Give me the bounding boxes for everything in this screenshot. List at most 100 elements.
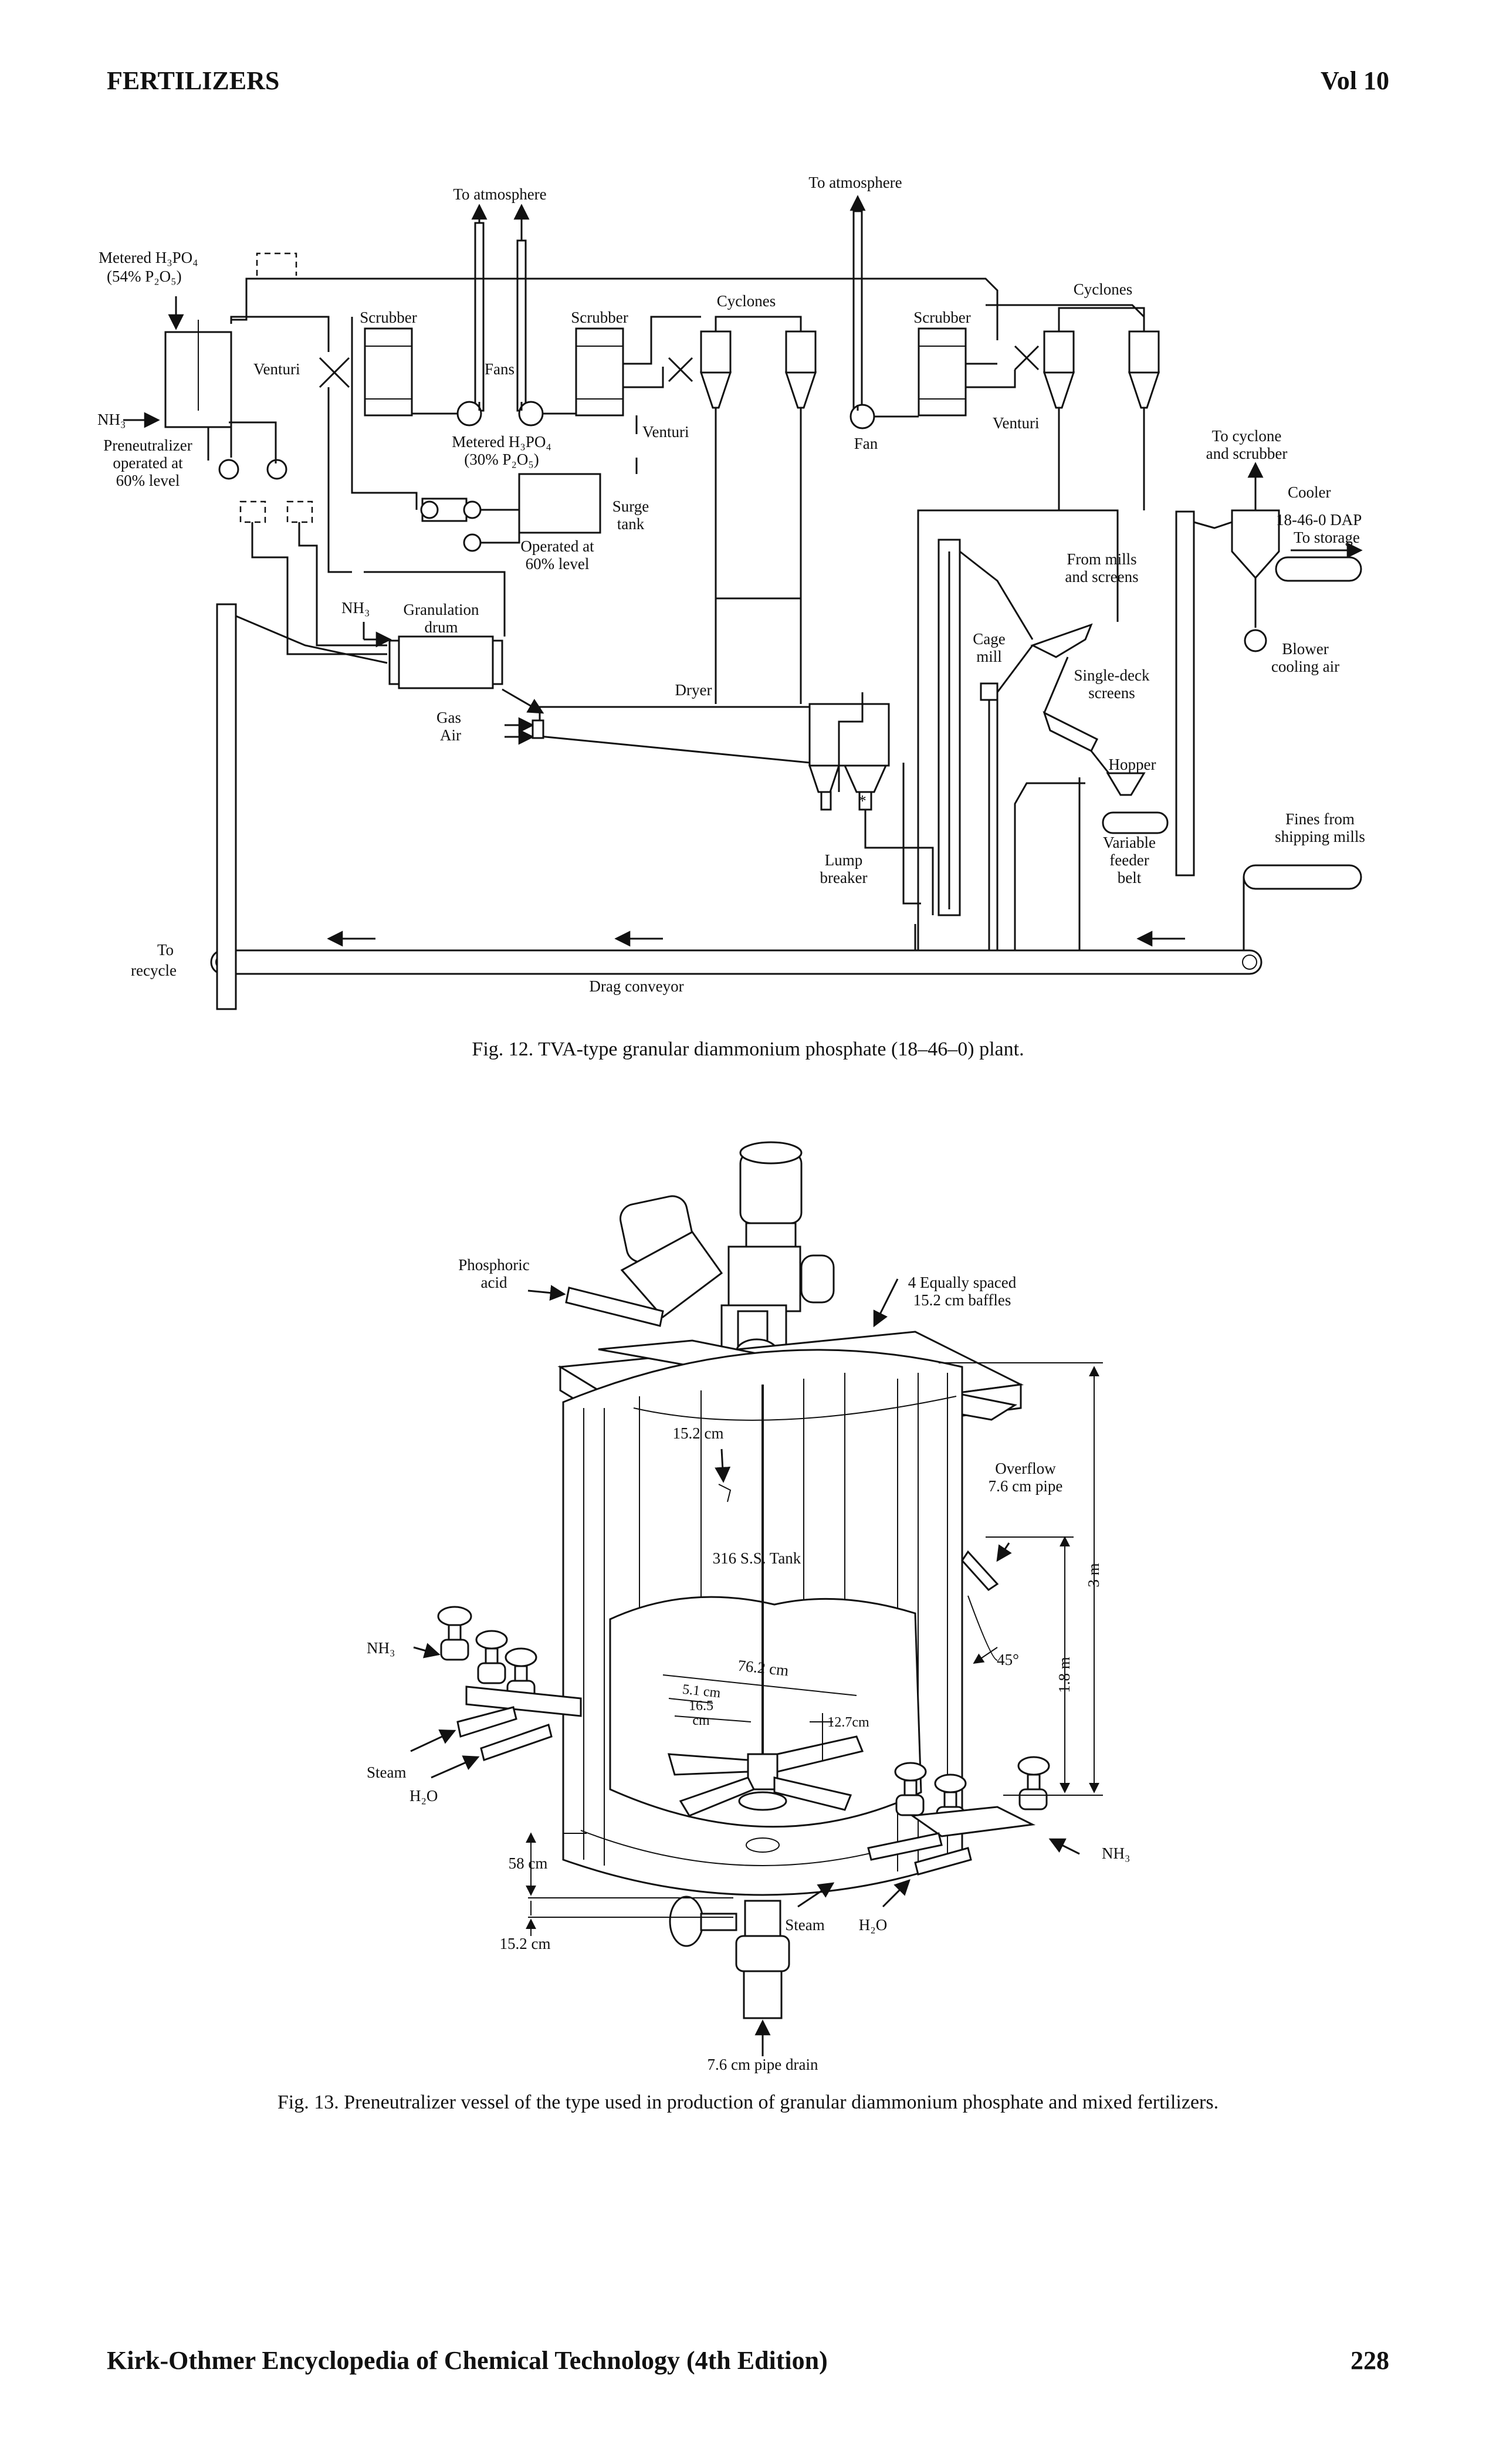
label-blower-a: Blower	[1282, 640, 1328, 658]
label-scrubber-2: Scrubber	[571, 309, 628, 326]
label-to-atmosphere-2: To atmosphere	[808, 174, 902, 191]
label-dim-152-top: 15.2 cm	[673, 1424, 724, 1442]
label-to-storage: To storage	[1294, 529, 1360, 546]
phosphoric-acid-pipe	[565, 1287, 664, 1327]
label-fan: Fan	[854, 435, 878, 452]
single-deck-screen-1	[1030, 623, 1093, 658]
label-lump-a: Lump	[825, 851, 863, 869]
rotary-dryer	[539, 703, 890, 767]
label-nh3-left: NH₃	[97, 411, 126, 428]
label-granulation-a: Granulation	[404, 601, 479, 618]
label-single-deck-b: screens	[1088, 684, 1135, 702]
recycle-elevator	[216, 603, 237, 1010]
running-header-volume: Vol 10	[1321, 66, 1389, 95]
label-cage-b: mill	[976, 648, 1002, 665]
label-phosphoric-b: acid	[481, 1274, 507, 1291]
drag-conveyor	[210, 949, 1263, 975]
label-dim-58: 58 cm	[509, 1854, 548, 1872]
label-preneutralizer-c: 60% level	[116, 472, 180, 489]
figure-13-caption: Fig. 13. Preneutralizer vessel of the ty…	[277, 2091, 1219, 2113]
label-drain: 7.6 cm pipe drain	[708, 2056, 818, 2073]
label-single-deck-a: Single-deck	[1074, 666, 1150, 684]
label-fines-b: shipping mills	[1275, 828, 1365, 845]
label-to-recycle-a: To	[157, 941, 174, 959]
label-metered-30-a: Metered H₃PO₄	[452, 433, 551, 451]
label-venturi-1: Venturi	[253, 360, 300, 378]
overflow-pipe	[961, 1550, 999, 1591]
label-dim-152-bottom: 15.2 cm	[500, 1935, 551, 1952]
label-overflow-a: Overflow	[995, 1460, 1056, 1477]
label-steam-left: Steam	[367, 1764, 407, 1781]
label-venturi-3: Venturi	[993, 414, 1039, 432]
label-cooler: Cooler	[1288, 483, 1331, 501]
running-header-title: FERTILIZERS	[107, 66, 280, 95]
label-to-recycle-b: recycle	[131, 962, 177, 979]
cyclones-2	[1043, 307, 1160, 510]
label-angle: 45°	[997, 1651, 1019, 1668]
venturi-valve-1	[319, 357, 350, 388]
label-nh3-gran: NH₃	[341, 599, 370, 617]
label-drag-conveyor: Drag conveyor	[589, 977, 683, 995]
label-metered-54-a: Metered H₃PO₄	[99, 249, 198, 266]
scrubber-1	[364, 327, 413, 417]
venturi-valve-3	[1014, 345, 1040, 371]
cooler	[1231, 509, 1280, 580]
cage-mill	[980, 682, 999, 701]
right-valve-cluster	[867, 1756, 1050, 1876]
label-surge-b: tank	[617, 515, 645, 533]
label-variable-b: feeder	[1109, 851, 1149, 869]
sparger	[746, 1837, 780, 1853]
label-operated-b: 60% level	[526, 555, 590, 573]
hopper	[1106, 772, 1146, 796]
label-air: Air	[440, 726, 461, 744]
label-scrubber-1: Scrubber	[360, 309, 417, 326]
scrubber-3	[918, 327, 967, 417]
blower	[1244, 629, 1267, 652]
venturi-valve-2	[668, 357, 693, 383]
label-nh3-left-13: NH₃	[367, 1639, 395, 1657]
label-baffles-b: 15.2 cm baffles	[913, 1291, 1011, 1309]
label-nh3-right: NH₃	[1102, 1844, 1130, 1862]
storage-belt	[1275, 556, 1362, 582]
drain-valve	[669, 1896, 790, 2019]
label-from-mills-a: From mills	[1067, 550, 1136, 568]
label-from-mills-b: and screens	[1065, 568, 1138, 585]
variable-feeder-belt	[1102, 811, 1169, 834]
footer-page-number: 228	[1351, 2346, 1389, 2375]
label-to-cyclone-a: To cyclone	[1212, 427, 1282, 445]
label-phosphoric-a: Phosphoric	[458, 1256, 530, 1274]
label-cyclones-2: Cyclones	[1074, 280, 1133, 298]
label-to-cyclone-b: and scrubber	[1206, 445, 1288, 462]
label-lump-b: breaker	[820, 869, 868, 886]
label-dryer: Dryer	[675, 681, 712, 699]
label-tank: 316 S.S. Tank	[713, 1549, 801, 1567]
label-steam-right: Steam	[785, 1916, 825, 1934]
cyclones-1	[699, 316, 817, 598]
label-overflow-b: 7.6 cm pipe	[989, 1477, 1063, 1495]
label-preneutralizer-a: Preneutralizer	[103, 436, 192, 454]
label-variable-c: belt	[1118, 869, 1142, 886]
label-dap: 18-46-0 DAP	[1276, 511, 1362, 529]
label-blower-b: cooling air	[1271, 658, 1339, 675]
label-dim-18m: 1.8 m	[1055, 1657, 1073, 1693]
impeller	[667, 1735, 864, 1817]
label-granulation-b: drum	[425, 618, 458, 636]
figure-12-caption: Fig. 12. TVA-type granular diammonium ph…	[472, 1038, 1024, 1060]
label-dim-165-a: 16.5	[689, 1698, 713, 1714]
label-variable-a: Variable	[1103, 834, 1156, 851]
label-cyclones-1: Cyclones	[717, 292, 776, 310]
label-baffles-a: 4 Equally spaced	[908, 1274, 1017, 1291]
footer-source: Kirk-Othmer Encyclopedia of Chemical Tec…	[107, 2346, 828, 2375]
label-to-atmosphere-1: To atmosphere	[453, 185, 546, 203]
label-dim-165-b: cm	[692, 1713, 710, 1728]
label-fines-a: Fines from	[1285, 810, 1355, 828]
label-h2o-right: H₂O	[859, 1916, 887, 1934]
granulation-drum	[388, 635, 503, 689]
label-metered-30-b: (30% P₂O₅)	[464, 451, 539, 468]
left-valve-cluster	[437, 1606, 582, 1761]
figure-12-flow-diagram: * To atmosphere	[97, 174, 1365, 1010]
label-cage-a: Cage	[973, 630, 1005, 648]
surge-tank	[518, 473, 601, 534]
label-scrubber-3: Scrubber	[913, 309, 970, 326]
